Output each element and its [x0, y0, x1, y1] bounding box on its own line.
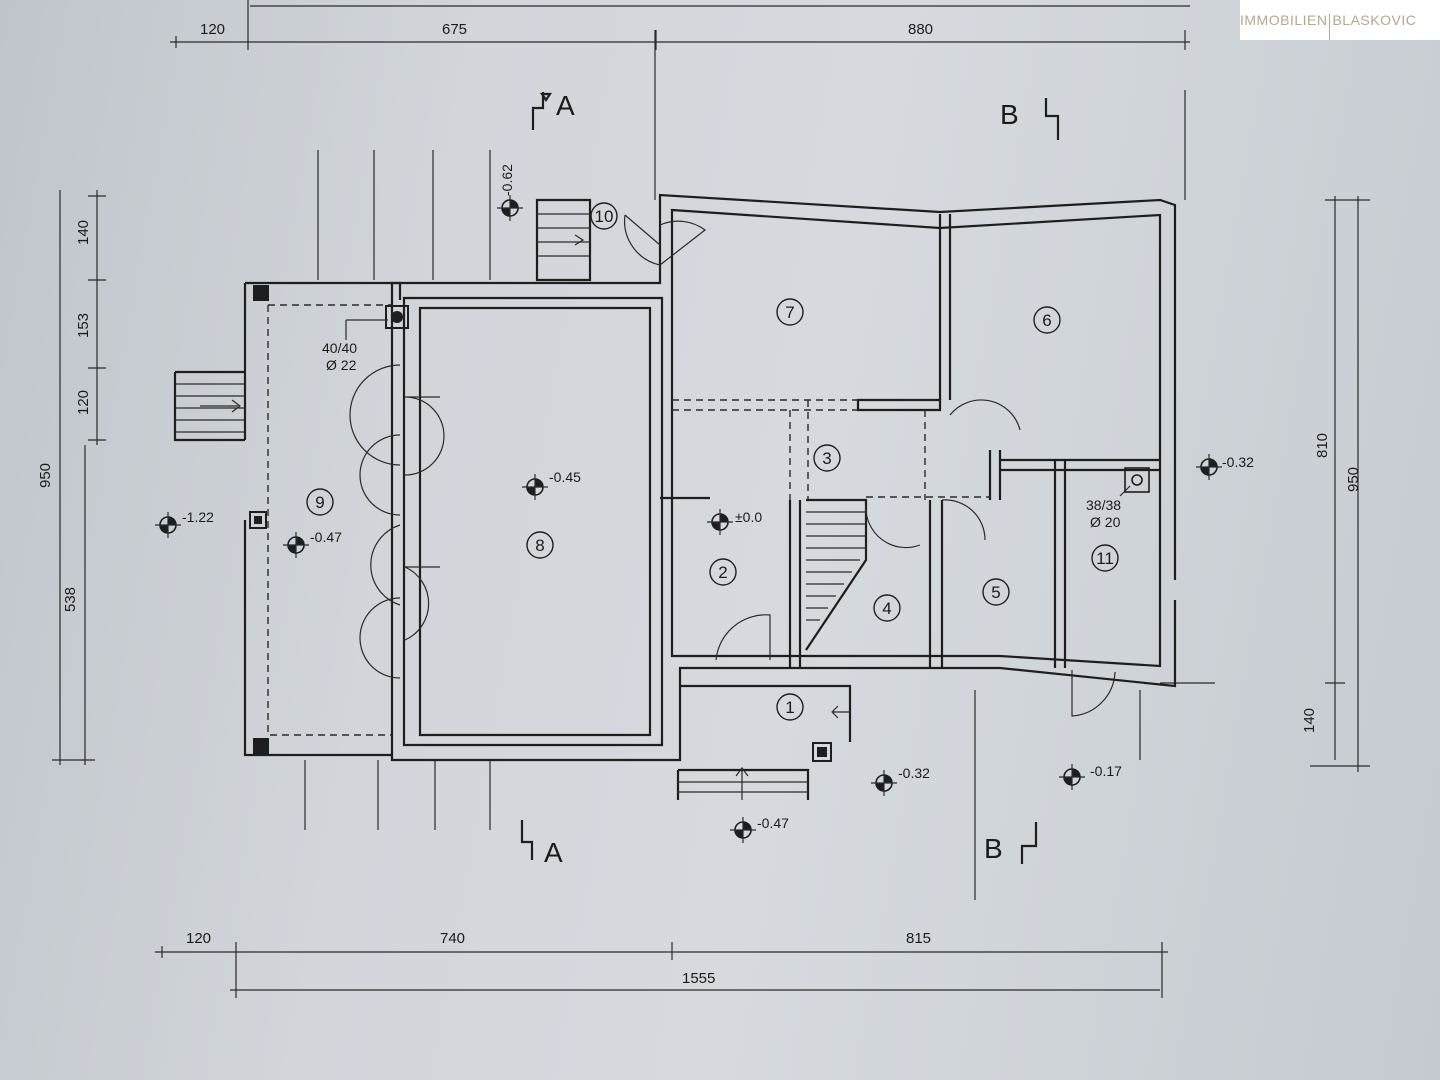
- room-10: 10: [590, 202, 618, 230]
- bottom-dimension-chain: 120 740 815 1555: [155, 930, 1168, 998]
- dim-left-2: 153: [75, 313, 92, 338]
- section-arrow-a-bottom: [520, 820, 534, 860]
- dim-right-2: 950: [1345, 467, 1362, 492]
- section-arrow-b-top: [1044, 98, 1060, 140]
- building-walls: [385, 193, 1177, 800]
- chimney-2-size: 38/38: [1086, 497, 1121, 513]
- entrance-arrow: [831, 705, 850, 719]
- logo-text-immobilien: IMMOBILIEN: [1240, 12, 1328, 28]
- level-label: -0.62: [499, 164, 515, 196]
- logo-divider: [1329, 14, 1331, 40]
- room-4: 4: [873, 594, 901, 622]
- dim-right-1: 810: [1314, 433, 1331, 458]
- level-marker: -0.32: [871, 765, 930, 796]
- room-10-label: 10: [595, 207, 614, 226]
- room-4-label: 4: [882, 599, 891, 618]
- top-dimension-chain: 120 675 880: [170, 0, 1190, 50]
- section-arrow-a-top: [531, 92, 545, 130]
- level-markers: -0.62 -0.45 ±0.0 -1.22 -0.47 -0.32: [155, 164, 1254, 843]
- section-label-a-top: A: [556, 90, 575, 121]
- section-markers: A B A B: [520, 90, 1060, 868]
- beam-dashed-lines: [672, 399, 990, 500]
- level-label: -0.45: [549, 469, 581, 485]
- chimney-1-size: 40/40: [322, 340, 357, 356]
- dim-bottom-1: 120: [186, 930, 211, 947]
- level-marker: -0.62: [497, 164, 523, 221]
- dim-bottom-3: 815: [906, 930, 931, 947]
- level-label: -0.47: [310, 529, 342, 545]
- terrace-outline: [173, 281, 402, 757]
- room-2-label: 2: [718, 563, 727, 582]
- room-1-label: 1: [785, 698, 794, 717]
- dim-left-5: 538: [62, 587, 79, 612]
- room-8-label: 8: [535, 536, 544, 555]
- dim-top-3: 880: [908, 21, 933, 38]
- room-9: 9: [306, 488, 334, 516]
- room-numbers: 1 2 3 4 5 6 7 8 9 10 11: [306, 202, 1119, 721]
- level-label: -1.22: [182, 509, 214, 525]
- level-marker: -0.47: [283, 529, 342, 558]
- room-5: 5: [982, 578, 1010, 606]
- room-8: 8: [526, 531, 554, 559]
- chimney-labels: 40/40 Ø 22 38/38 Ø 20: [322, 319, 1131, 530]
- dim-top-1: 120: [200, 21, 225, 38]
- room-11: 11: [1091, 544, 1119, 572]
- room-5-label: 5: [991, 583, 1000, 602]
- room-11-label: 11: [1096, 549, 1114, 568]
- section-arrow-b-bottom: [1020, 822, 1038, 864]
- level-label: -0.32: [898, 765, 930, 781]
- level-marker: -0.17: [1059, 763, 1122, 790]
- dim-left-4: 950: [37, 463, 54, 488]
- level-label: -0.32: [1222, 454, 1254, 470]
- section-label-b-bottom: B: [984, 833, 1003, 864]
- room-3: 3: [813, 444, 841, 472]
- grid-lines: [304, 30, 1215, 900]
- logo-text-blaskovic: BLASKOVIC: [1332, 12, 1417, 28]
- section-label-a-bottom: A: [544, 837, 563, 868]
- section-label-b-top: B: [1000, 99, 1019, 130]
- room-7: 7: [776, 298, 804, 326]
- chimney-1-diameter: Ø 22: [326, 357, 357, 373]
- level-label: -0.17: [1090, 763, 1122, 779]
- dim-bottom-4: 1555: [682, 970, 715, 987]
- level-marker: ±0.0: [707, 509, 762, 535]
- right-dimension-chain: 810 950 140: [1301, 196, 1370, 772]
- level-marker: -1.22: [155, 509, 214, 538]
- room-6-label: 6: [1042, 311, 1051, 330]
- room-7-label: 7: [785, 303, 794, 322]
- room-9-label: 9: [315, 493, 324, 512]
- room-3-label: 3: [822, 449, 831, 468]
- room-1: 1: [776, 693, 804, 721]
- dim-left-1: 140: [75, 220, 92, 245]
- level-marker: -0.45: [522, 469, 581, 500]
- company-logo: IMMOBILIEN BLASKOVIC: [1240, 0, 1440, 40]
- door-swings: [349, 214, 1116, 717]
- dim-bottom-2: 740: [440, 930, 465, 947]
- left-dimension-chain: 140 153 120 950 538: [37, 190, 106, 765]
- room-2: 2: [709, 558, 737, 586]
- level-marker: -0.32: [1196, 454, 1254, 480]
- dim-right-3: 140: [1301, 708, 1318, 733]
- dim-top-2: 675: [442, 21, 467, 38]
- level-label: ±0.0: [735, 509, 762, 525]
- level-label: -0.47: [757, 815, 789, 831]
- room-6: 6: [1033, 306, 1061, 334]
- level-marker: -0.47: [730, 815, 789, 843]
- dim-left-3: 120: [75, 390, 92, 415]
- chimney-2-diameter: Ø 20: [1090, 514, 1121, 530]
